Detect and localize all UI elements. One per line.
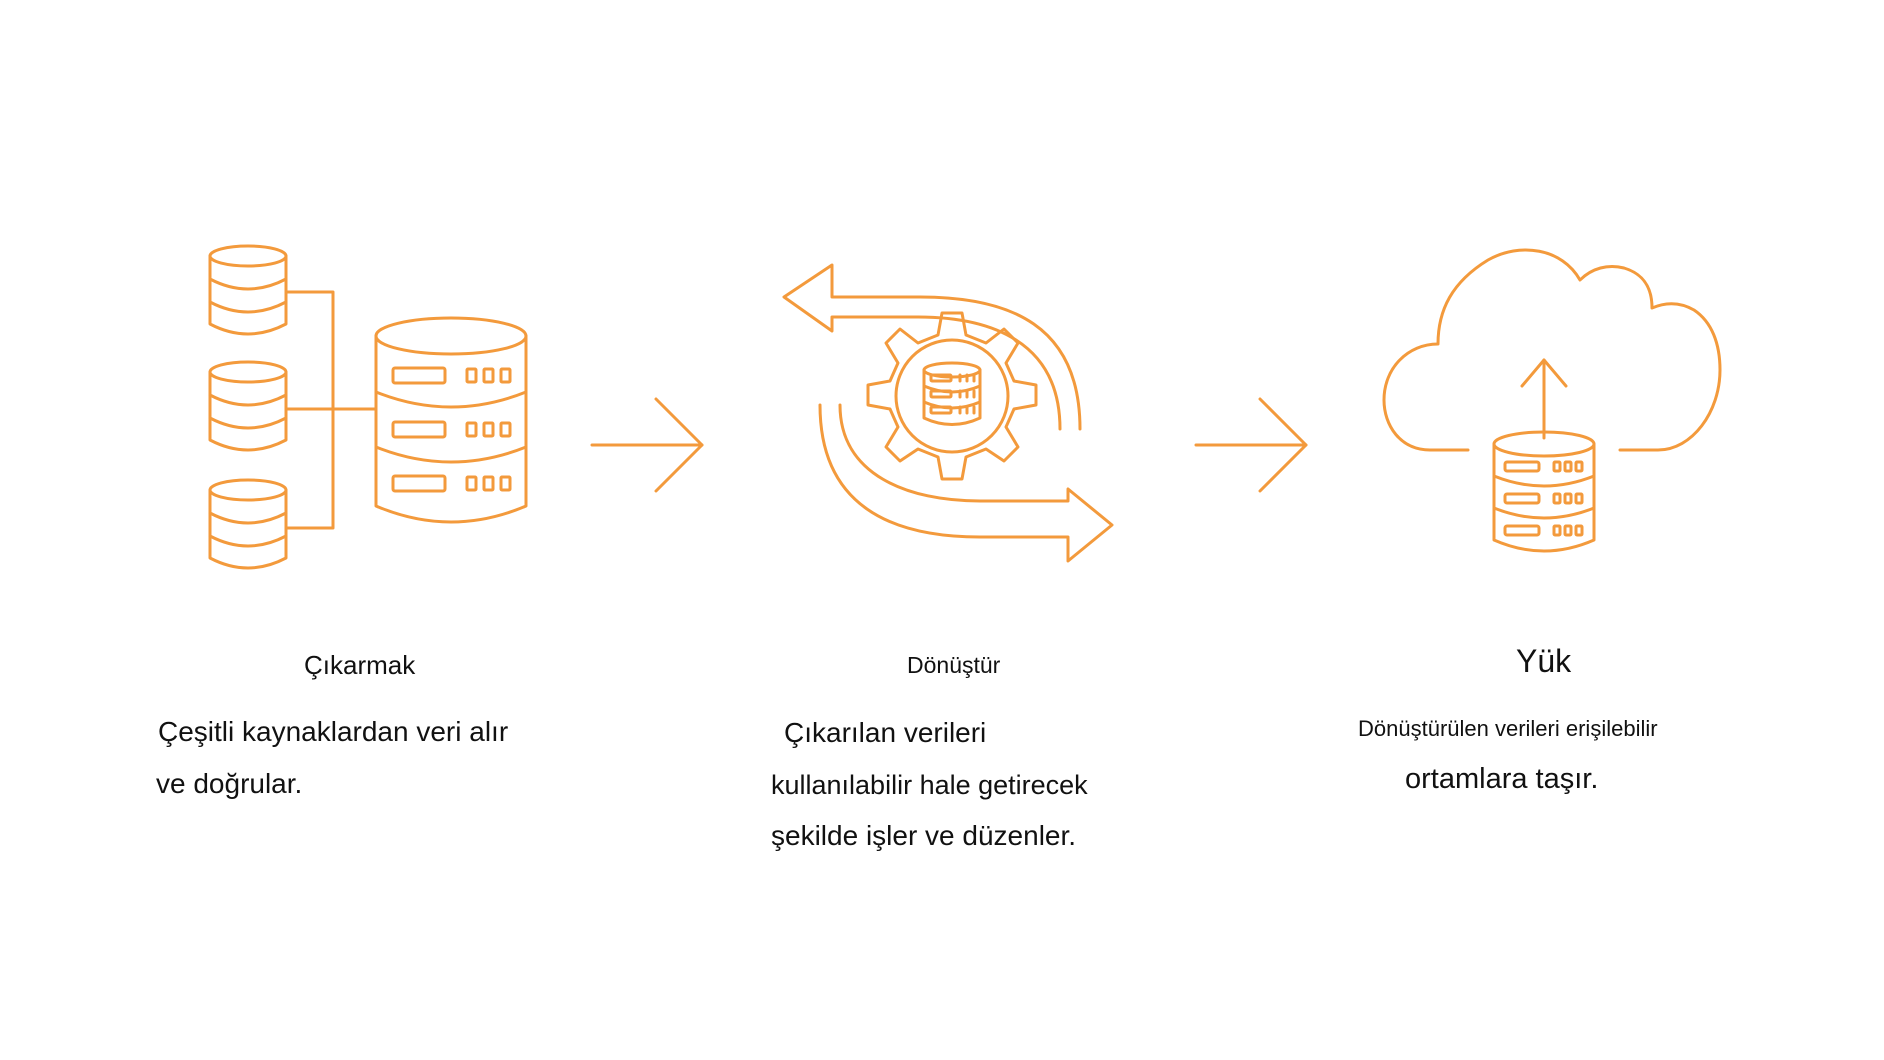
large-database-icon xyxy=(376,318,526,522)
step-description-line: ve doğrular. xyxy=(156,768,303,799)
step-title-extract: Çıkarmak xyxy=(304,650,416,680)
database-icon xyxy=(1494,432,1594,551)
step-description-line: şekilde işler ve düzenler. xyxy=(771,820,1077,851)
arrow-right-icon xyxy=(1192,397,1312,493)
database-merge-icon xyxy=(200,240,540,580)
step-description-line: Dönüştürülen verileri erişilebilir xyxy=(1358,716,1658,741)
upload-arrow-icon xyxy=(1522,360,1566,438)
gear-cycle-database-icon xyxy=(780,255,1120,575)
arrow-right-icon xyxy=(588,397,708,493)
step-description-line: kullanılabilir hale getirecek xyxy=(771,770,1088,800)
small-database-icon xyxy=(210,362,286,450)
gear-icon xyxy=(868,313,1036,479)
step-description-line: Çıkarılan verileri xyxy=(784,717,987,748)
cloud-upload-database-icon xyxy=(1380,240,1720,560)
small-database-icon xyxy=(210,246,286,334)
step-title-load: Yük xyxy=(1516,643,1572,679)
small-database-icon xyxy=(210,480,286,568)
database-icon xyxy=(924,363,980,425)
step-description-line: Çeşitli kaynaklardan veri alır xyxy=(158,716,509,747)
step-description-line: ortamlara taşır. xyxy=(1405,763,1599,795)
step-title-transform: Dönüştür xyxy=(907,652,1001,678)
